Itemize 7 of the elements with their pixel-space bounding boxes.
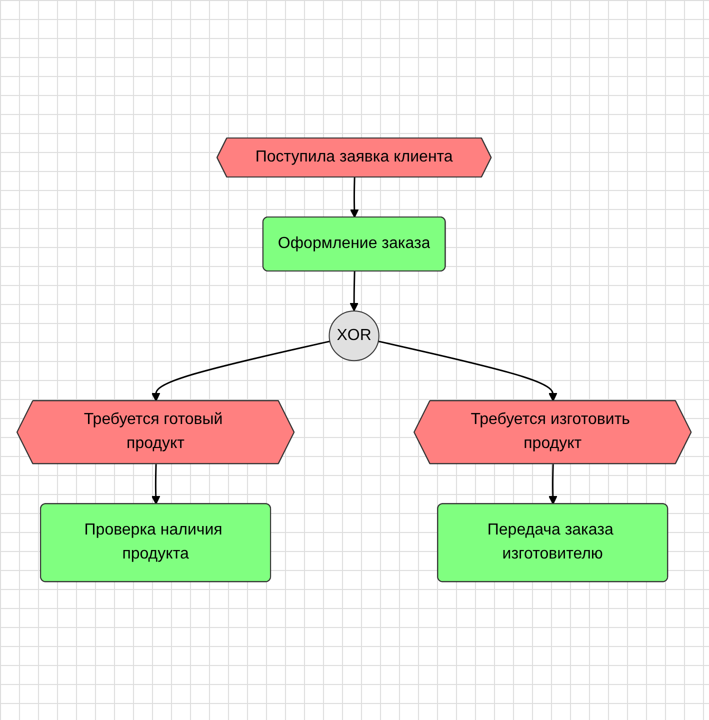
arrow — [350, 272, 359, 312]
arrow — [152, 340, 330, 402]
arrow — [548, 464, 558, 505]
arrow — [378, 340, 558, 402]
node-circle: XOR — [329, 310, 380, 362]
arrow — [152, 464, 161, 505]
arrow — [350, 178, 360, 218]
